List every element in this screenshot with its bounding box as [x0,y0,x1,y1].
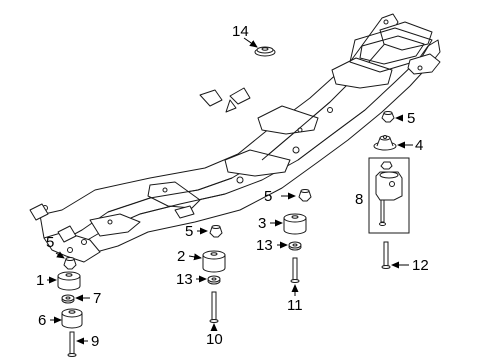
callout-12: 12 [412,257,429,274]
callout-5-mid: 5 [264,188,272,205]
callout-10: 10 [206,331,223,348]
part-5-nut-left [63,257,77,270]
part-7-washer [61,294,75,304]
part-10-bolt [209,291,219,323]
callout-3: 3 [258,215,266,232]
leader-lines [47,37,413,345]
part-6-insulator [61,308,83,329]
callout-5-left: 5 [46,234,54,251]
vehicle-frame [29,13,441,263]
part-3-insulator [283,213,307,235]
part-12-bolt [381,241,391,269]
part-4-upper-insulator [373,135,397,151]
part-13-washer-center [207,275,221,285]
part-5-nut-mid [298,189,312,202]
callout-14: 14 [232,23,249,40]
callout-7: 7 [93,290,101,307]
part-5-nut-top-right [381,111,395,123]
callout-2: 2 [177,248,185,265]
callout-13-mid: 13 [256,237,273,254]
callout-8: 8 [355,191,363,208]
callout-1: 1 [36,272,44,289]
part-1-insulator [57,271,81,291]
part-5-nut-center [209,225,223,238]
callout-5-center: 5 [185,223,193,240]
callout-6: 6 [38,312,46,329]
part-8-mount-assembly-box [368,157,410,234]
part-11-bolt [290,257,300,283]
callout-9: 9 [91,333,99,350]
callout-5-top-right: 5 [407,110,415,127]
callout-13-center: 13 [176,271,193,288]
part-2-insulator [202,250,226,273]
part-14-pad [254,46,276,57]
part-13-washer-mid [288,241,302,251]
part-9-bolt [67,331,77,357]
callout-11: 11 [287,297,303,314]
callout-4: 4 [415,137,423,154]
